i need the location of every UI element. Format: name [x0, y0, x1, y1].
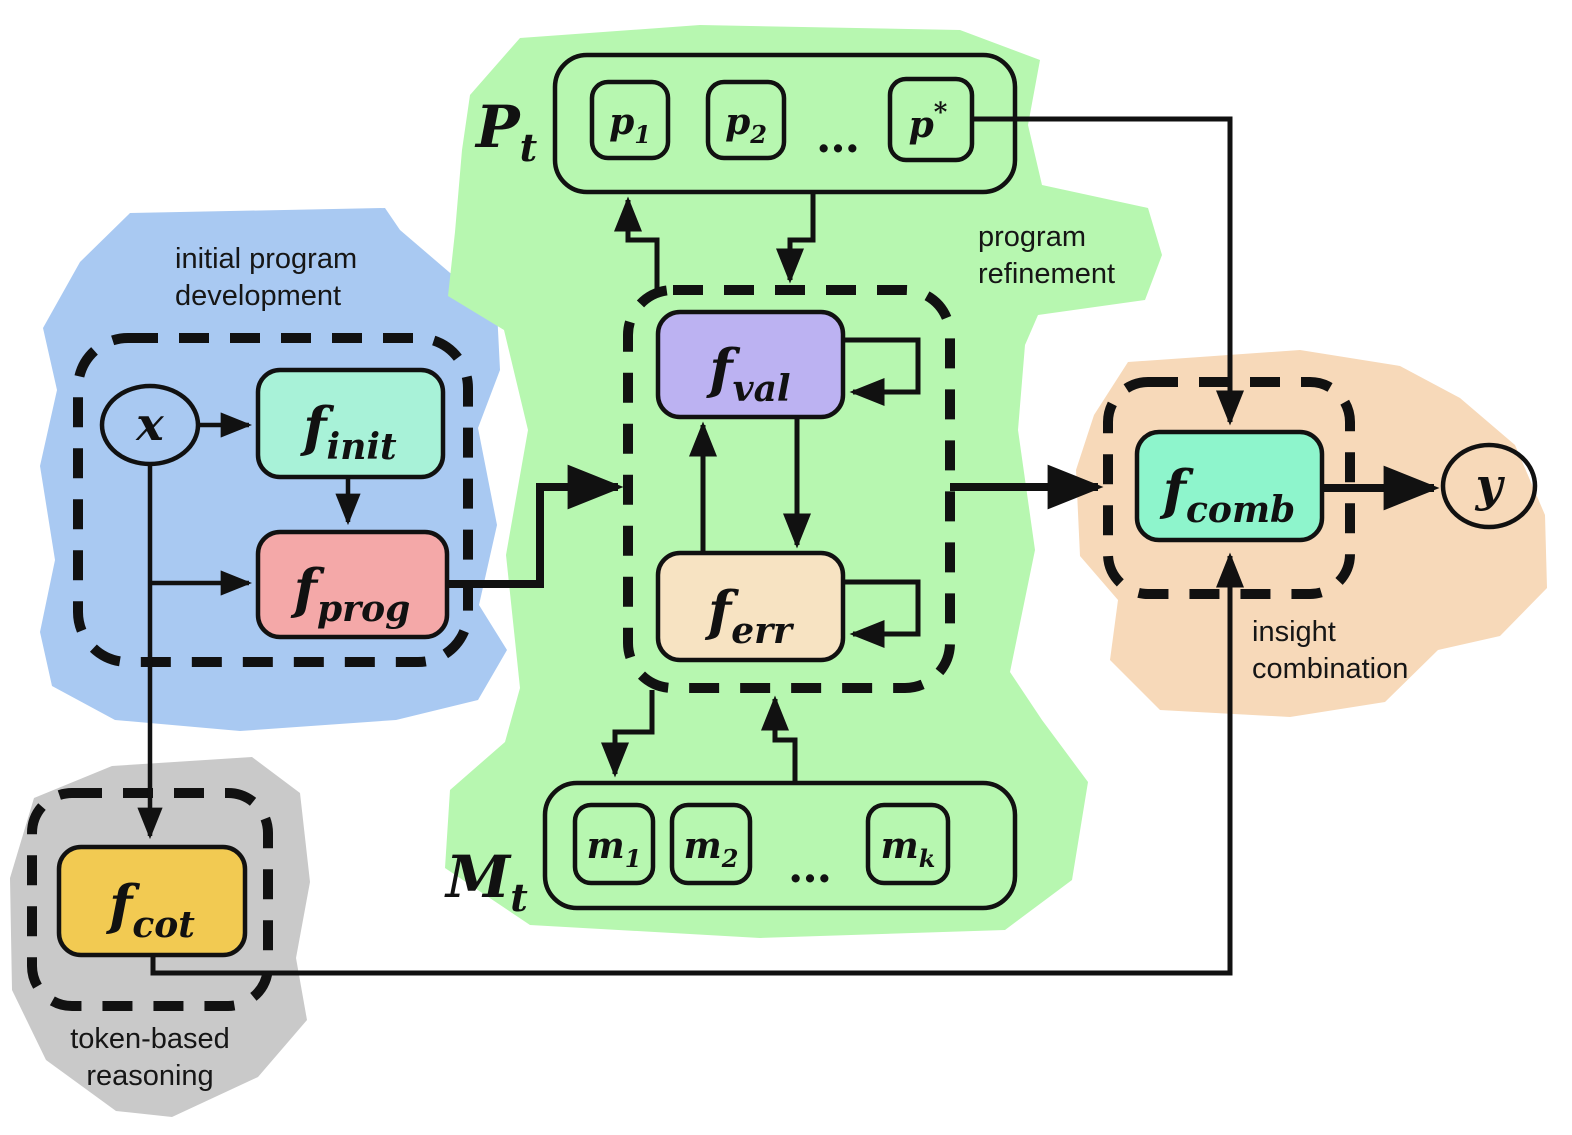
arrow-refinement-to-pt [614, 196, 660, 290]
label-program-refinement: program refinement [978, 221, 1115, 290]
y-output-label: y [1475, 458, 1506, 512]
label-insight-combination: insight combination [1252, 616, 1408, 685]
memory-item-mk-box [865, 802, 951, 886]
memory-pool-ellipsis: … [788, 842, 832, 893]
label-program-refinement-line1: program [978, 221, 1086, 253]
label-token-based-line1: token-based [70, 1023, 230, 1055]
program-item-p2-label: p2 [725, 101, 767, 149]
arrow-fprog-to-refinement [447, 464, 624, 588]
label-initial-program-line1: initial program [175, 243, 357, 275]
program-item-p1-label: p1 [609, 101, 651, 149]
memory-pool-container: Mt m1 m2 … mk [444, 780, 1018, 920]
program-item-p2-box [705, 79, 787, 161]
program-pool-container: Pt p1 p2 … p* [474, 52, 1018, 195]
f-err-node: ferr [655, 550, 846, 663]
arrow-ferr-self-loop [843, 579, 921, 648]
y-output-circle [1440, 442, 1538, 530]
f-init-box [255, 367, 446, 480]
f-init-node: finit [255, 367, 446, 480]
f-val-box [655, 309, 846, 420]
program-pool-ellipsis: … [816, 112, 860, 163]
memory-item-mk-label: mk [881, 825, 936, 873]
label-token-based-reasoning: token-based reasoning [70, 1023, 230, 1092]
memory-item-m1-label: m1 [587, 825, 642, 873]
label-program-refinement-line2: refinement [978, 258, 1115, 290]
f-val-node: fval [655, 309, 846, 420]
arrow-fval-self-loop [843, 337, 921, 406]
f-val-label: fval [705, 337, 790, 410]
label-insight-combination-line2: combination [1252, 653, 1408, 685]
memory-item-m2-box [669, 802, 753, 886]
line-fcot-to-fcomb-bottom [150, 552, 1244, 976]
program-item-pstar-label: p* [909, 98, 948, 146]
label-initial-program-development: initial program development [175, 243, 357, 312]
memory-item-m1-box [572, 802, 656, 886]
label-insight-combination-line1: insight [1252, 616, 1336, 648]
label-token-based-line2: reasoning [86, 1060, 213, 1092]
f-comb-node: fcomb [1134, 429, 1325, 543]
dashed-boundary-program-refinement [623, 285, 955, 693]
memory-pool-label: Mt [444, 843, 528, 920]
f-cot-node: fcot [56, 844, 248, 958]
f-init-label: finit [299, 395, 397, 468]
y-output-node: y [1440, 442, 1538, 530]
label-initial-program-line2: development [175, 280, 341, 312]
arrow-refinement-to-mt [601, 690, 655, 778]
memory-pool-box [542, 780, 1018, 911]
f-prog-node: fprog [255, 529, 450, 640]
program-pool-box [552, 52, 1018, 195]
program-pool-label: Pt [474, 93, 538, 170]
x-input-node: x [99, 383, 201, 467]
line-pstar-to-fcomb-top [972, 116, 1244, 426]
arrow-pt-to-refinement [776, 194, 816, 284]
program-item-p1-box [589, 79, 671, 161]
dashed-boundary-initial-program-development [73, 333, 473, 667]
memory-item-m2-label: m2 [684, 825, 739, 873]
arrow-mt-to-refinement [761, 695, 798, 782]
f-comb-label: fcomb [1159, 458, 1295, 531]
x-input-label: x [135, 397, 164, 451]
f-prog-label: fprog [290, 557, 411, 630]
region-blob-program-refinement [445, 25, 1162, 938]
f-err-box [655, 550, 846, 663]
